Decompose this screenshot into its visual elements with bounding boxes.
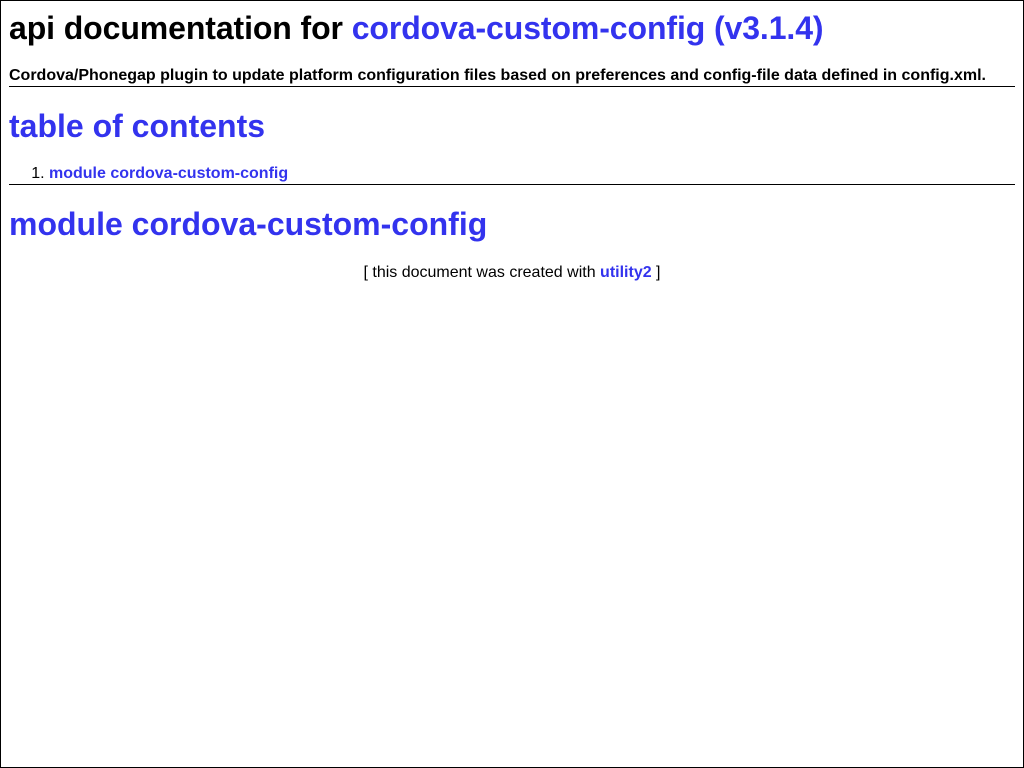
toc-item-link[interactable]: module cordova-custom-config [49, 165, 289, 182]
module-title-link[interactable]: module cordova-custom-config [9, 206, 488, 242]
toc-title-link[interactable]: table of contents [9, 108, 266, 144]
toc-list: module cordova-custom-config [9, 164, 1015, 184]
toc-title: table of contents [9, 107, 1015, 145]
package-description: Cordova/Phonegap plugin to update platfo… [9, 67, 986, 84]
divider [9, 184, 1015, 185]
footer-prefix: [ this document was created with [363, 264, 601, 281]
package-link[interactable]: cordova-custom-config (v3.1.4) [351, 10, 824, 46]
module-title: module cordova-custom-config [9, 205, 1015, 243]
page: api documentation for cordova-custom-con… [1, 9, 1023, 283]
utility2-link[interactable]: utility2 [600, 264, 652, 281]
page-title: api documentation for cordova-custom-con… [9, 9, 1015, 47]
footer: [ this document was created with utility… [9, 263, 1015, 283]
toc-item: module cordova-custom-config [49, 164, 1015, 184]
title-prefix: api documentation for [9, 10, 352, 46]
footer-suffix: ] [651, 264, 661, 281]
divider [9, 86, 1015, 87]
